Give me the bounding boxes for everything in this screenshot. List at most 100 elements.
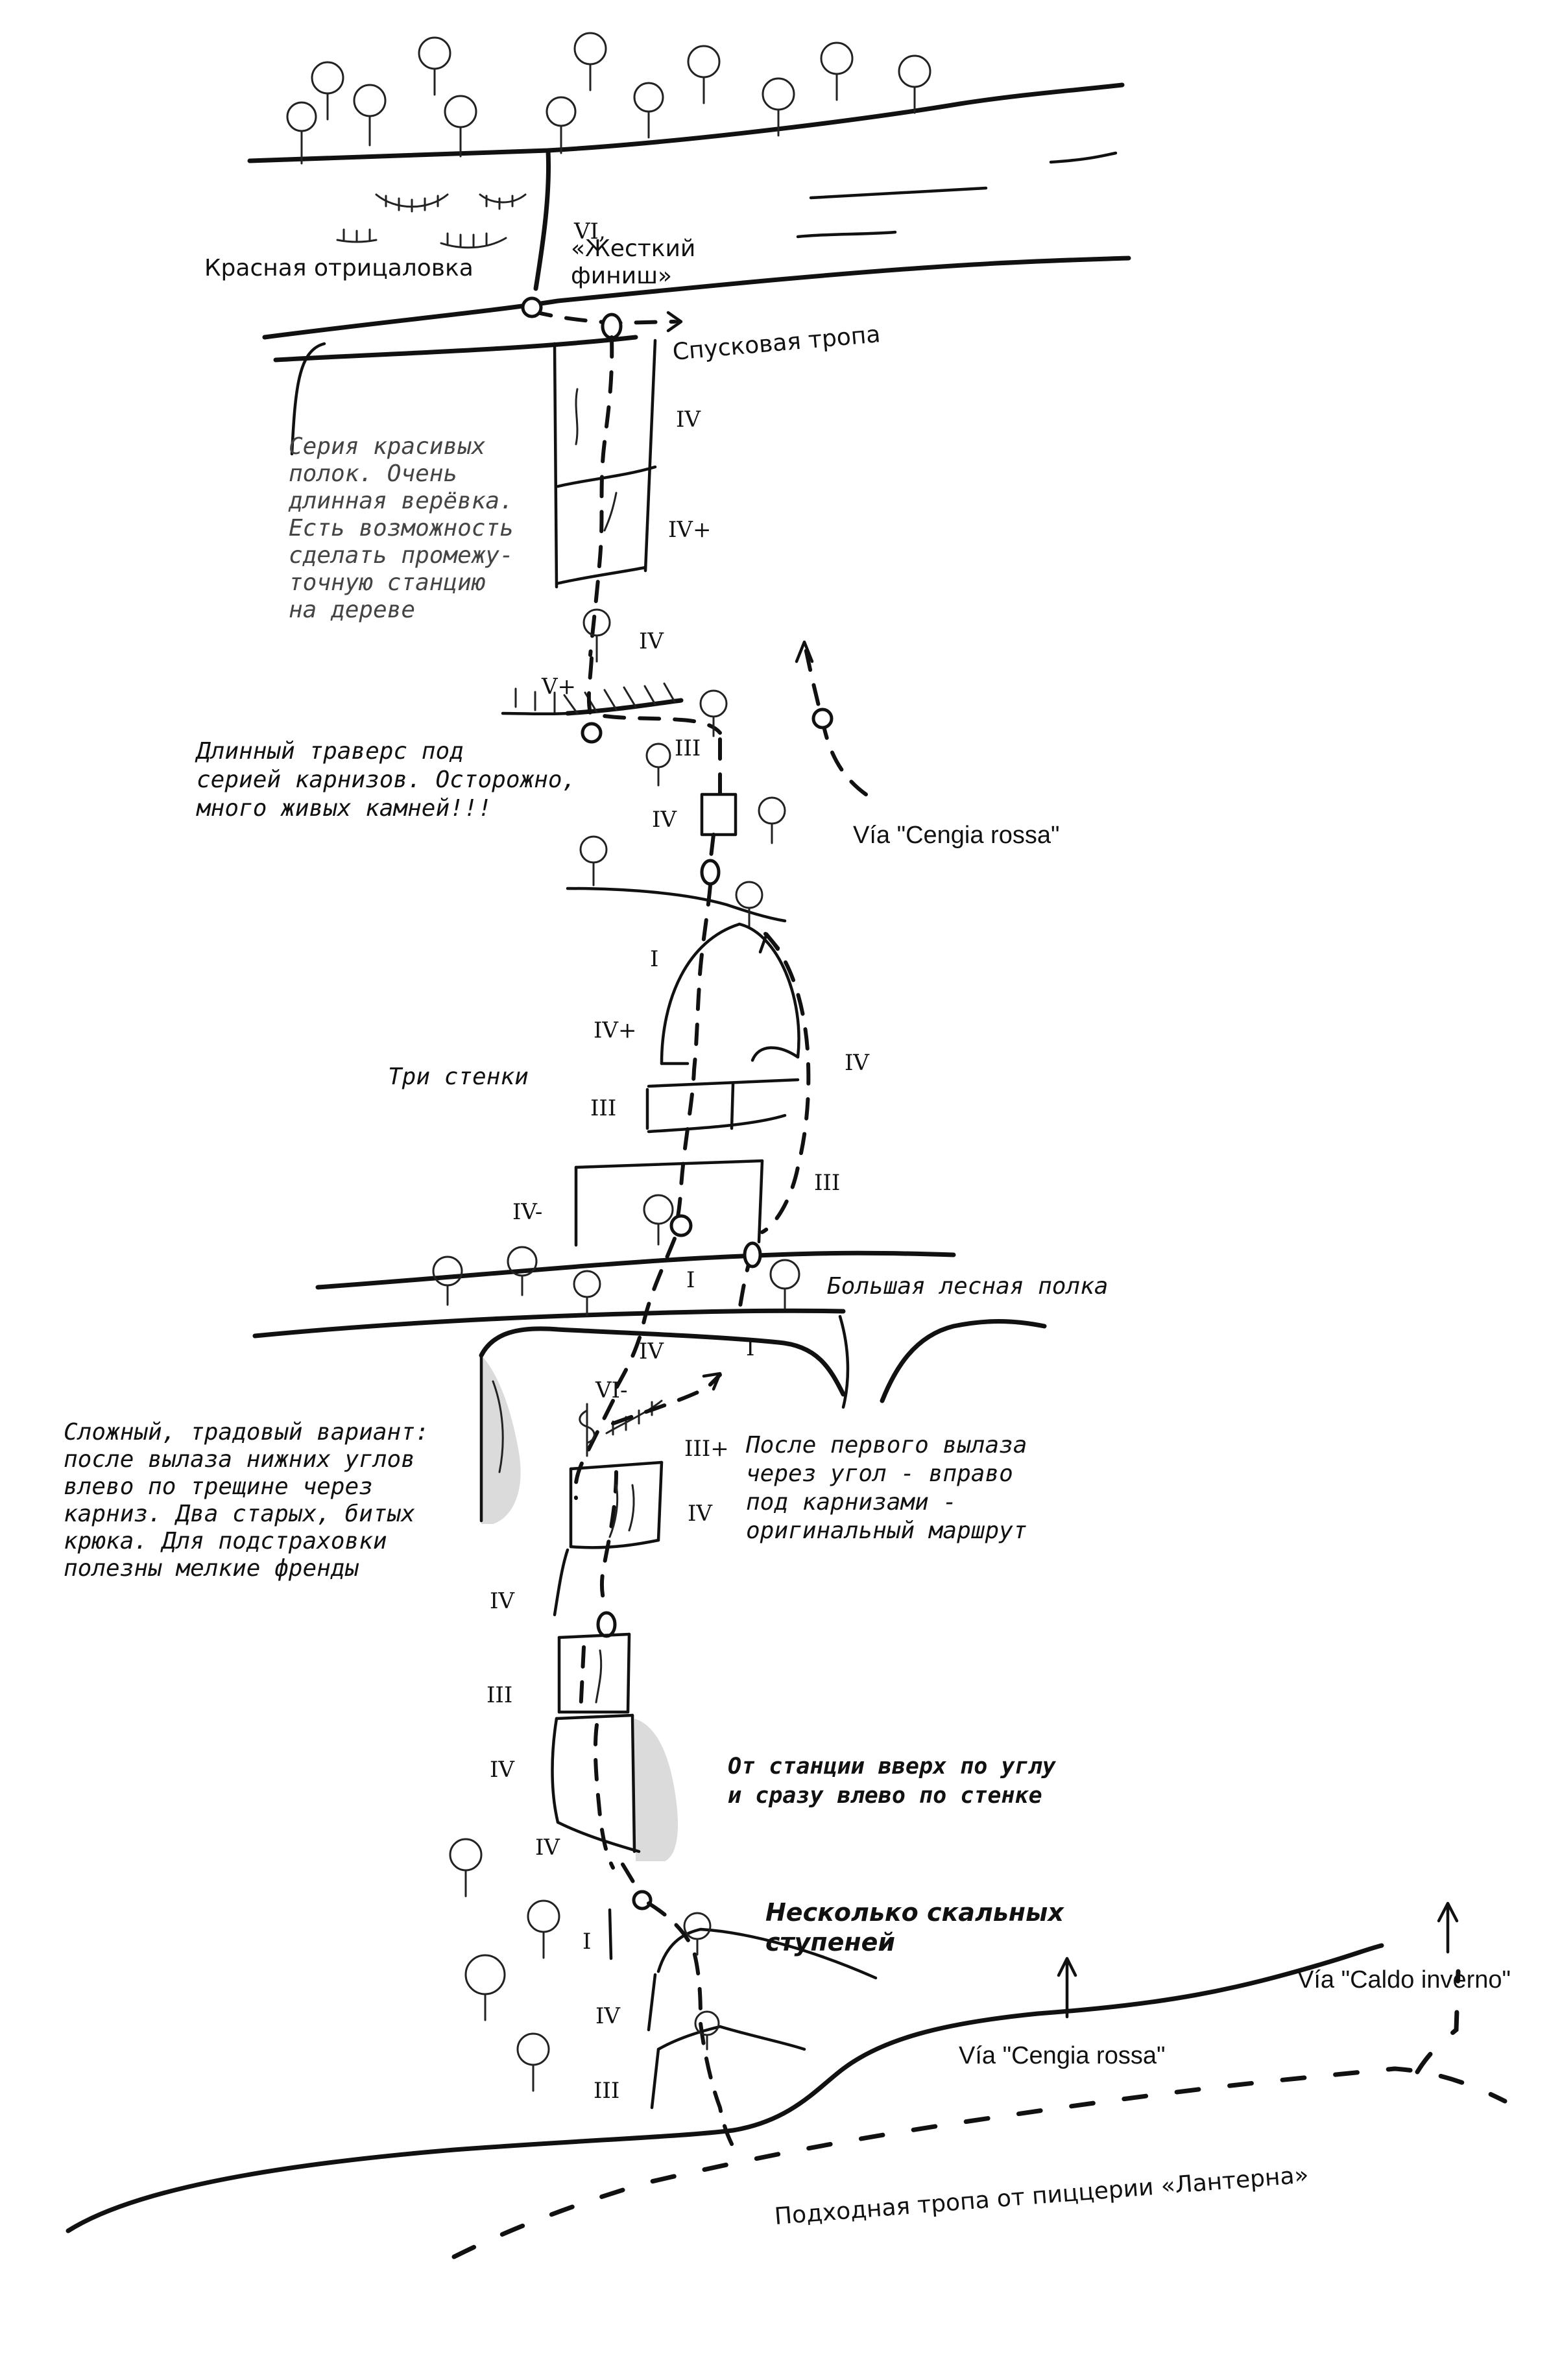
grade-label: IV: [639, 1339, 664, 1364]
grade-label: IV: [490, 1757, 515, 1783]
grade-label: III: [590, 1095, 616, 1121]
station-icon: [669, 1214, 693, 1237]
lower-big-wall: [479, 1326, 846, 1524]
tree-icon: [311, 61, 344, 121]
grade-label: III: [675, 735, 701, 761]
tree-icon: [573, 32, 607, 91]
tree-icon: [643, 1194, 674, 1246]
station-icon: [521, 296, 543, 318]
tree-icon: [683, 1912, 712, 1956]
label-line: после вылаза нижних углов: [64, 1446, 415, 1473]
tree-icon: [516, 2032, 550, 2092]
traverse-roofs: [501, 682, 684, 716]
tree-icon: [582, 608, 611, 663]
grade-label: IV: [535, 1835, 560, 1861]
block-lower: [551, 1713, 678, 1870]
route-line-upper: [588, 335, 614, 657]
tree-icon: [432, 1255, 463, 1306]
tree-icon: [735, 881, 763, 927]
trees-left-lower: [449, 1838, 560, 2092]
grade-label: IV: [652, 807, 677, 833]
rock-steps: [608, 1908, 878, 2110]
rock-steps-route: [647, 1901, 735, 2148]
arrow-up-icon: [1437, 1901, 1459, 1954]
tree-icon: [820, 42, 854, 101]
trad-variant-route: [573, 1399, 615, 1500]
plateau-top: [247, 82, 1125, 239]
station-icon: [743, 1241, 762, 1268]
alt-route-right: [760, 932, 811, 1234]
original-route-right: [611, 1373, 722, 1425]
grade-label: III: [814, 1170, 840, 1196]
label-big-forest-ledge: Большая лесная полка: [827, 1273, 1108, 1300]
caldo-inverno-path: [1415, 1969, 1461, 2075]
tree-icon: [449, 1838, 483, 1898]
trees-forest-ledge: [432, 1246, 800, 1316]
grade-label: IV-: [512, 1199, 542, 1225]
tree-icon: [694, 2010, 720, 2051]
descent-ledge: [262, 256, 1131, 456]
label-line: Длинный траверс под: [195, 738, 464, 765]
overhang-hatches-lower: [605, 1399, 663, 1436]
tree-icon: [758, 796, 786, 844]
grade-label: III: [594, 2078, 619, 2104]
grade-label: IV+: [668, 517, 711, 543]
label-line: Серия красивых: [289, 433, 486, 460]
pillar-small: [700, 737, 738, 864]
tree-icon: [579, 835, 608, 887]
label-trad-variant: Сложный, традовый вариант:после вылаза н…: [64, 1419, 429, 1582]
label-via-cengia-rossa-upper: Vía "Cengia rossa": [853, 822, 1059, 849]
piton-icon: [579, 1403, 595, 1457]
tree-icon: [687, 45, 721, 104]
grade-label: IV: [490, 1588, 515, 1614]
label-line: После первого вылаза: [745, 1432, 1027, 1458]
station-icon: [811, 708, 834, 730]
label-approach-path: Подходная тропа от пиццерии «Лантерна»: [773, 2161, 1309, 2230]
grade-label: V+: [541, 674, 576, 700]
label-three-walls: Три стенки: [388, 1064, 529, 1090]
ledge-line: [566, 887, 787, 923]
grade-label: I: [582, 1929, 591, 1955]
approach-dashed-path: [451, 2066, 1507, 2259]
label-line: серией карнизов. Осторожно,: [197, 767, 576, 793]
descent-arrow-icon: [666, 311, 683, 333]
label-line: длинная верёвка.: [288, 488, 514, 514]
three-walls-route: [673, 883, 712, 1234]
label-line: полок. Очень: [289, 460, 457, 487]
label-line: полезны мелкие френды: [64, 1555, 359, 1582]
arrow-icon: [702, 1372, 722, 1391]
tree-icon: [769, 1259, 800, 1309]
grades: VI, IV IV+ IV V+ III IV I IV+ IV III III…: [486, 219, 870, 2104]
station-icon: [632, 1890, 653, 1910]
label-via-cengia-rossa-lower: Vía "Cengia rossa": [959, 2042, 1165, 2069]
label-line: От станции вверх по углу: [728, 1754, 1057, 1779]
grade-label: IV+: [594, 1017, 636, 1043]
label-descent-path: Спусковая тропа: [671, 321, 882, 366]
arrow-up-icon: [1057, 1957, 1077, 2019]
arrow-icon: [758, 932, 780, 954]
tree-icon: [645, 743, 671, 787]
tree-icon: [633, 82, 664, 139]
label-line: через угол - вправо: [746, 1460, 1013, 1487]
tree-icon: [527, 1899, 560, 1959]
label-via-caldo-inverno: Vía "Caldo inverno": [1297, 1966, 1511, 1993]
grade-label: VI,: [573, 219, 606, 244]
grade-label: III+: [684, 1436, 729, 1462]
grade-label: IV: [845, 1050, 870, 1076]
label-line: ступеней: [765, 1928, 895, 1957]
label-line: много живых камней!!!: [196, 795, 492, 822]
tree-icon: [286, 101, 317, 165]
label-line: под карнизами -: [746, 1489, 957, 1516]
exit-crack-line: [533, 148, 551, 291]
label-line: крюка. Для подстраховки: [64, 1528, 387, 1554]
lower-blocks: [553, 1460, 664, 1617]
arrow-up-icon: [795, 640, 814, 663]
station-icon: [596, 1611, 617, 1638]
crack-mark: [575, 388, 618, 532]
grade-label: I: [746, 1335, 754, 1361]
